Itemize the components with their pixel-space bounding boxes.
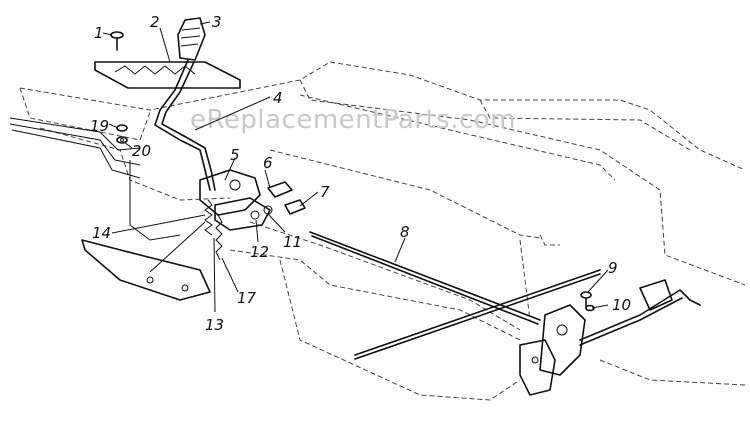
shift-lever [154, 59, 216, 191]
callout-leaders [102, 21, 609, 313]
callout-5: 5 [230, 146, 240, 164]
shift-rod [309, 231, 601, 360]
shift-plate [94, 61, 241, 89]
callout-13: 13 [205, 316, 224, 334]
callout-11: 11 [283, 233, 302, 251]
pivot-bracket [199, 169, 306, 231]
callout-3: 3 [212, 13, 222, 31]
callout-19: 19 [90, 117, 109, 135]
callout-14: 14 [92, 224, 111, 242]
shift-knob [177, 17, 206, 61]
callout-labels: 1 2 3 4 5 6 7 8 9 10 11 12 13 14 17 19 2… [90, 13, 631, 334]
callout-2: 2 [150, 13, 160, 31]
callout-1: 1 [94, 24, 104, 42]
mounting-bracket [81, 239, 211, 301]
callout-8: 8 [400, 223, 410, 241]
callout-6: 6 [263, 154, 273, 172]
callout-10: 10 [612, 296, 631, 314]
callout-9: 9 [608, 259, 618, 277]
callout-17: 17 [237, 289, 257, 307]
side-panel [9, 117, 181, 241]
shift-cam-bracket [519, 279, 701, 396]
springs [204, 199, 223, 261]
callout-12: 12 [250, 243, 269, 261]
washers [116, 124, 128, 144]
screw [110, 31, 124, 51]
callout-20: 20 [132, 142, 151, 160]
callout-7: 7 [320, 183, 330, 201]
watermark-text: eReplacementParts.com [190, 105, 516, 135]
callout-4: 4 [273, 89, 283, 107]
